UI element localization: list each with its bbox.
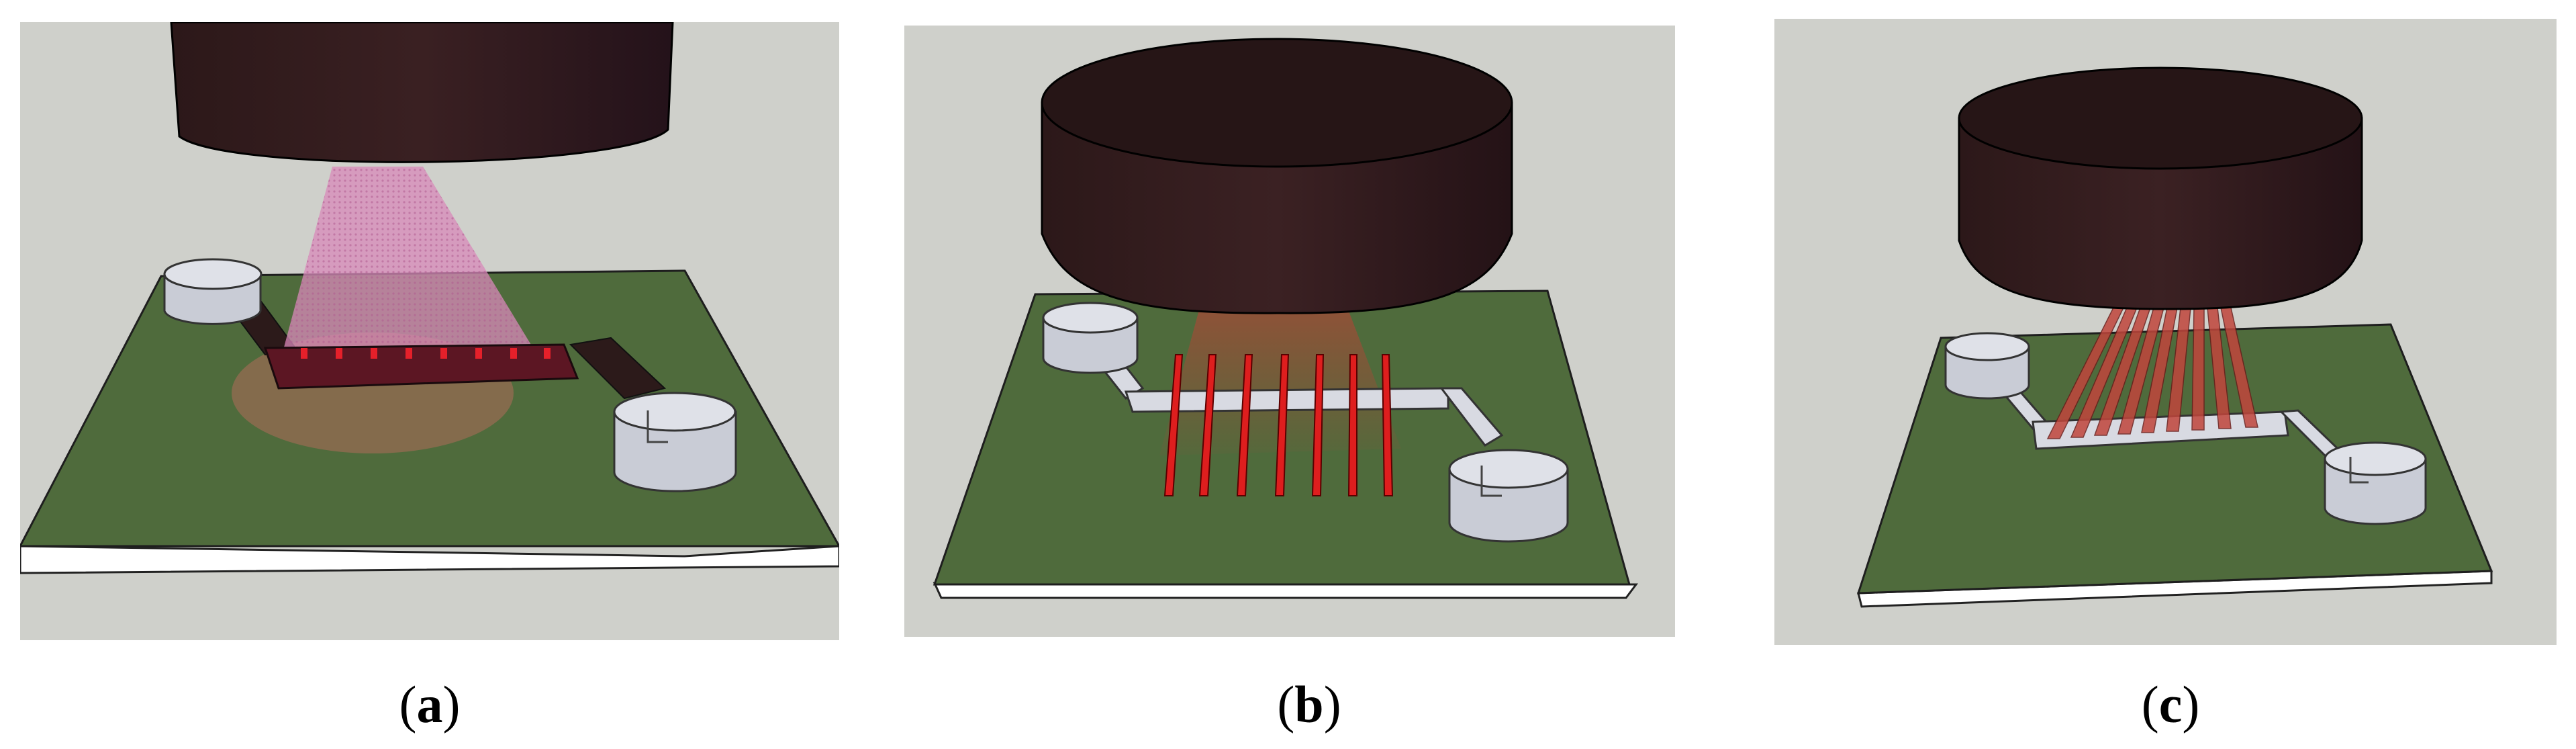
laser-spots <box>301 348 551 359</box>
board-edge <box>20 545 839 574</box>
caption-b-letter: b <box>1294 675 1324 734</box>
caption-a: (a) <box>399 675 461 734</box>
outlet-reservoir <box>613 392 737 492</box>
objective-lens <box>170 22 674 163</box>
panel-c-illustration <box>1774 19 2557 645</box>
caption-c-letter: c <box>2158 675 2183 734</box>
caption-b: (b) <box>1277 675 1341 734</box>
objective-lens <box>1041 38 1513 314</box>
panel-a-illustration <box>20 22 839 640</box>
caption-c: (c) <box>2141 675 2200 734</box>
outlet-reservoir <box>2324 441 2427 525</box>
panel-b <box>904 26 1675 637</box>
inlet-reservoir <box>1042 302 1139 374</box>
panel-b-illustration <box>904 26 1675 637</box>
light-beams <box>2046 307 2258 439</box>
panel-a <box>20 22 839 640</box>
inlet-reservoir <box>1944 332 2030 400</box>
main-channel <box>263 343 579 390</box>
caption-a-letter: a <box>416 675 443 734</box>
outlet-channel <box>569 337 667 400</box>
laser-lines <box>1163 354 1394 496</box>
light-cone-texture <box>282 167 537 355</box>
objective-lens <box>1958 67 2363 310</box>
panel-c <box>1774 19 2557 645</box>
outlet-reservoir <box>1448 449 1569 543</box>
inlet-reservoir <box>163 258 263 325</box>
